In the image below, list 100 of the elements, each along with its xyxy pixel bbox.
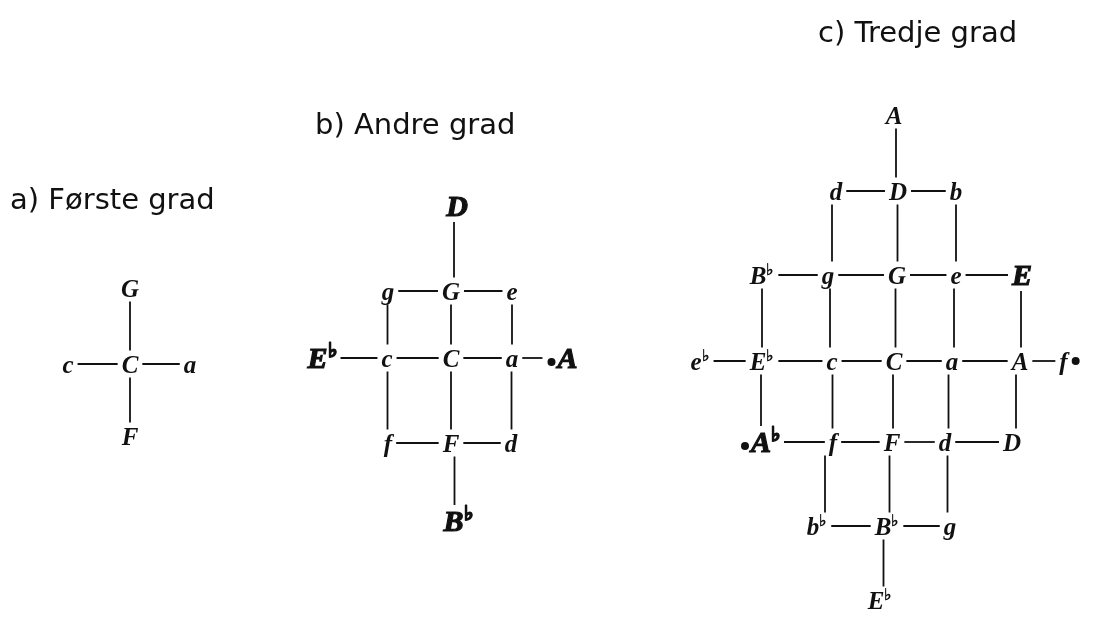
connector-line [386, 303, 389, 346]
connector-line [397, 290, 439, 292]
note-letter: e [505, 278, 519, 304]
connector-line [510, 370, 513, 431]
panel-title: b) Andre grad [315, 110, 516, 139]
note-letter: B$^{♭}$ [873, 513, 901, 539]
note-letter: F [441, 430, 461, 456]
note-letter: B$^{♭}$ [748, 262, 776, 288]
connector-line [450, 370, 452, 431]
connector-line [909, 274, 948, 276]
connector-line [964, 274, 1009, 276]
note-letter: b$^{♭}$ [805, 513, 829, 539]
note-letter: f [1058, 348, 1082, 374]
note-letter: a [944, 348, 960, 374]
connector-line [453, 221, 455, 279]
connector-line [831, 203, 833, 263]
note-letter: g [380, 278, 396, 304]
connector-line [840, 441, 881, 443]
panel-title: c) Tredje grad [818, 18, 1018, 47]
note-letter: C [120, 351, 140, 377]
note-letter: A [545, 343, 579, 373]
connector-line [777, 360, 824, 362]
note-letter: d [937, 429, 953, 455]
connector-line [824, 454, 826, 514]
note-letter: A [884, 102, 904, 128]
connector-line [129, 300, 131, 352]
note-letter: C [884, 348, 904, 374]
connector-line [463, 290, 504, 292]
note-letter: g [942, 513, 958, 539]
note-letter: C [441, 345, 461, 371]
note-letter: e$^{♭}$ [689, 348, 711, 374]
connector-line [961, 360, 1009, 362]
note-letter: D [1001, 429, 1023, 455]
connector-line [521, 357, 544, 359]
connector-line [76, 363, 119, 365]
note-letter: F [882, 429, 902, 455]
connector-line [829, 287, 831, 349]
note-letter: E [1011, 260, 1033, 290]
connector-line [837, 274, 885, 276]
note-letter: c [61, 351, 75, 377]
note-letter: G [440, 278, 462, 304]
connector-line [1031, 360, 1057, 362]
connector-line [946, 454, 949, 514]
connector-line [1015, 373, 1017, 430]
note-letter: G [119, 275, 141, 301]
note-letter: c [825, 348, 839, 374]
note-letter: E$^{♭}$ [306, 343, 338, 373]
note-letter: g [820, 262, 836, 288]
connector-line [892, 373, 894, 430]
connector-line [453, 455, 456, 506]
note-letter: D [445, 191, 469, 221]
connector-line [903, 441, 936, 443]
connector-line [761, 287, 763, 349]
note-letter: E$^{♭}$ [748, 348, 776, 374]
connector-line [840, 360, 883, 362]
connector-line [395, 442, 440, 444]
note-letter: A$^{♭}$ [739, 427, 781, 457]
note-letter: E$^{♭}$ [866, 587, 894, 613]
note-letter: f [382, 430, 394, 456]
connector-line [902, 525, 941, 527]
connector-line [845, 190, 886, 192]
note-letter: a [504, 345, 520, 371]
connector-line [386, 370, 389, 431]
connector-line [831, 373, 834, 430]
connector-line [129, 376, 131, 424]
note-letter: e [949, 262, 963, 288]
note-letter: F [120, 423, 140, 449]
note-letter: B$^{♭}$ [442, 506, 474, 536]
connector-line [955, 203, 957, 263]
note-letter: b [948, 178, 964, 204]
connector-line [712, 360, 747, 362]
note-letter: c [380, 345, 394, 371]
connector-line [783, 441, 826, 443]
connector-line [888, 454, 891, 514]
panel-title: a) Første grad [10, 185, 215, 214]
connector-line [462, 357, 503, 359]
connector-line [462, 442, 502, 444]
connector-line [141, 363, 181, 365]
connector-line [910, 190, 947, 192]
note-letter: A [1010, 348, 1030, 374]
connector-line [395, 357, 440, 359]
note-letter: f [827, 429, 839, 455]
connector-line [882, 538, 885, 588]
note-letter: D [887, 178, 909, 204]
connector-line [777, 274, 819, 276]
connector-line [896, 203, 899, 263]
connector-line [895, 127, 897, 179]
note-letter: d [828, 178, 844, 204]
note-letter: d [503, 430, 519, 456]
connector-line [905, 360, 943, 362]
note-letter: G [886, 262, 908, 288]
connector-line [511, 303, 513, 346]
connector-line [760, 373, 762, 427]
connector-line [947, 373, 950, 430]
connector-line [450, 303, 452, 346]
connector-line [954, 441, 1000, 443]
connector-line [894, 287, 897, 349]
connector-line [1020, 290, 1022, 349]
note-letter: a [182, 351, 198, 377]
connector-line [830, 525, 872, 527]
